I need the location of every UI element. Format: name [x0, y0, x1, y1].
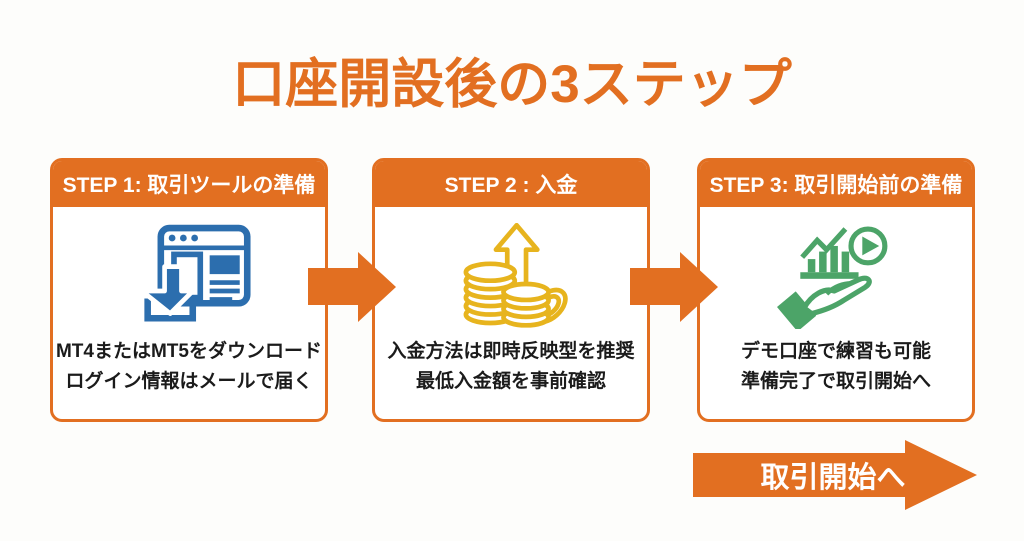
step1-description: MT4またはMT5をダウンロード ログイン情報はメールで届く: [56, 337, 322, 397]
arrow-right-icon: [630, 252, 718, 322]
step1-header: STEP 1: 取引ツールの準備: [53, 161, 325, 207]
step3-header: STEP 3: 取引開始前の準備: [700, 161, 972, 207]
coins-deposit-icon: [449, 222, 573, 329]
step2-body: 入金方法は即時反映型を推奨 最低入金額を事前確認: [375, 207, 647, 397]
step1-line2: ログイン情報はメールで届く: [65, 371, 313, 392]
step3-line2: 準備完了で取引開始へ: [740, 371, 931, 392]
step-card-3: STEP 3: 取引開始前の準備 デモ口座で練習も可能: [697, 158, 975, 422]
arrow-right-icon: [308, 252, 396, 322]
step3-line1: デモ口座で練習も可能: [740, 341, 931, 362]
step3-body: デモ口座で練習も可能 準備完了で取引開始へ: [700, 207, 972, 397]
page-title: 口座開設後の3ステップ: [232, 55, 792, 114]
cta-label: 取引開始へ: [760, 462, 906, 494]
browser-download-icon: [127, 223, 251, 329]
step2-line2: 最低入金額を事前確認: [415, 371, 606, 392]
start-trading-cta[interactable]: 取引開始へ: [693, 440, 977, 510]
step2-description: 入金方法は即時反映型を推奨 最低入金額を事前確認: [387, 337, 634, 397]
step2-line1: 入金方法は即時反映型を推奨: [387, 341, 635, 362]
step-card-2: STEP 2 : 入金: [372, 158, 650, 422]
step1-body: MT4またはMT5をダウンロード ログイン情報はメールで届く: [53, 207, 325, 397]
step1-line1: MT4またはMT5をダウンロード: [55, 341, 322, 362]
step3-description: デモ口座で練習も可能 準備完了で取引開始へ: [741, 337, 931, 397]
cta-arrow-icon: [693, 440, 977, 510]
step-card-1: STEP 1: 取引ツールの準備: [50, 158, 328, 422]
hand-chart-play-icon: [774, 223, 898, 332]
step2-header: STEP 2 : 入金: [375, 161, 647, 207]
